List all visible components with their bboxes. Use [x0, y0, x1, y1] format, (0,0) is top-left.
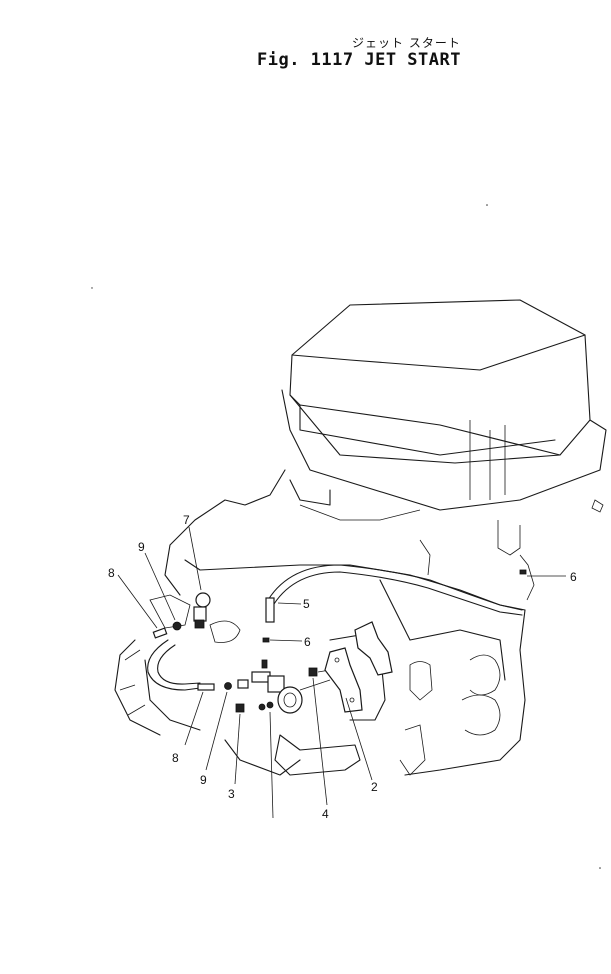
leader-lines: [117, 526, 566, 819]
callout-7: 7: [183, 513, 190, 527]
part-8-sleeve-upper: [152, 627, 168, 639]
part-7-fitting: [193, 592, 211, 629]
scan-specks: [91, 204, 601, 869]
callout-4: 4: [322, 807, 329, 821]
figure-title: Fig. 1117 JET START: [257, 50, 461, 70]
callout-8-lower: 8: [172, 751, 179, 765]
tank-cover: [281, 299, 607, 601]
callout-6-center: 6: [304, 635, 311, 649]
part-9-nut-lower: [224, 682, 232, 690]
part-5-tube: [265, 597, 275, 623]
mounting-bracket: [354, 621, 393, 676]
callout-9-upper: 9: [138, 540, 145, 554]
callout-8-upper: 8: [108, 566, 115, 580]
part-9-nut-upper: [172, 621, 182, 631]
callout-2: 2: [371, 780, 378, 794]
part-8-sleeve-lower: [197, 683, 215, 691]
part-3-bolt: [235, 703, 266, 713]
part-6-clip: [262, 569, 527, 643]
part-2-bracket: [299, 647, 363, 713]
figure-title-japanese: ジェット スタート: [352, 36, 461, 50]
part-fittings-cluster: [237, 659, 285, 693]
callout-3: 3: [228, 787, 235, 801]
callout-5: 5: [303, 597, 310, 611]
callout-6-right: 6: [570, 570, 577, 584]
hoses: [147, 564, 523, 691]
callout-labels: 7 9 8 5 6 6 8 9 3 4 2: [108, 513, 577, 821]
part-1-valve: [266, 686, 303, 714]
callout-9-lower: 9: [200, 773, 207, 787]
